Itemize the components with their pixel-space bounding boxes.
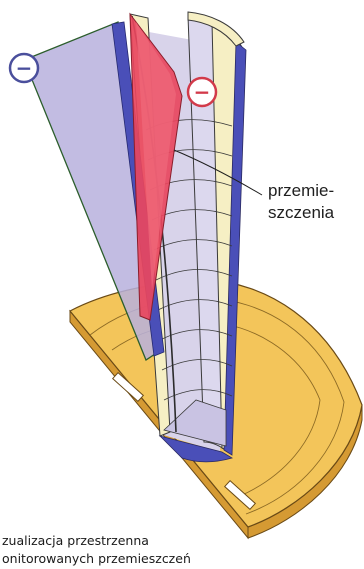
annotation-line-1: przemie- xyxy=(268,181,334,200)
minus-sign-right-glyph: − xyxy=(194,80,211,104)
caption-line-1: zualizacja przestrzenna xyxy=(2,533,149,548)
minus-sign-left-glyph: − xyxy=(16,56,33,80)
minus-sign-right: − xyxy=(188,78,216,106)
minus-sign-left: − xyxy=(10,54,38,82)
displacement-annotation: przemie- szczenia xyxy=(268,181,335,222)
caption-line-2: onitorowanych przemieszczeń xyxy=(2,551,191,566)
figure-caption: zualizacja przestrzenna onitorowanych pr… xyxy=(2,533,191,566)
annotation-line-2: szczenia xyxy=(268,203,335,222)
